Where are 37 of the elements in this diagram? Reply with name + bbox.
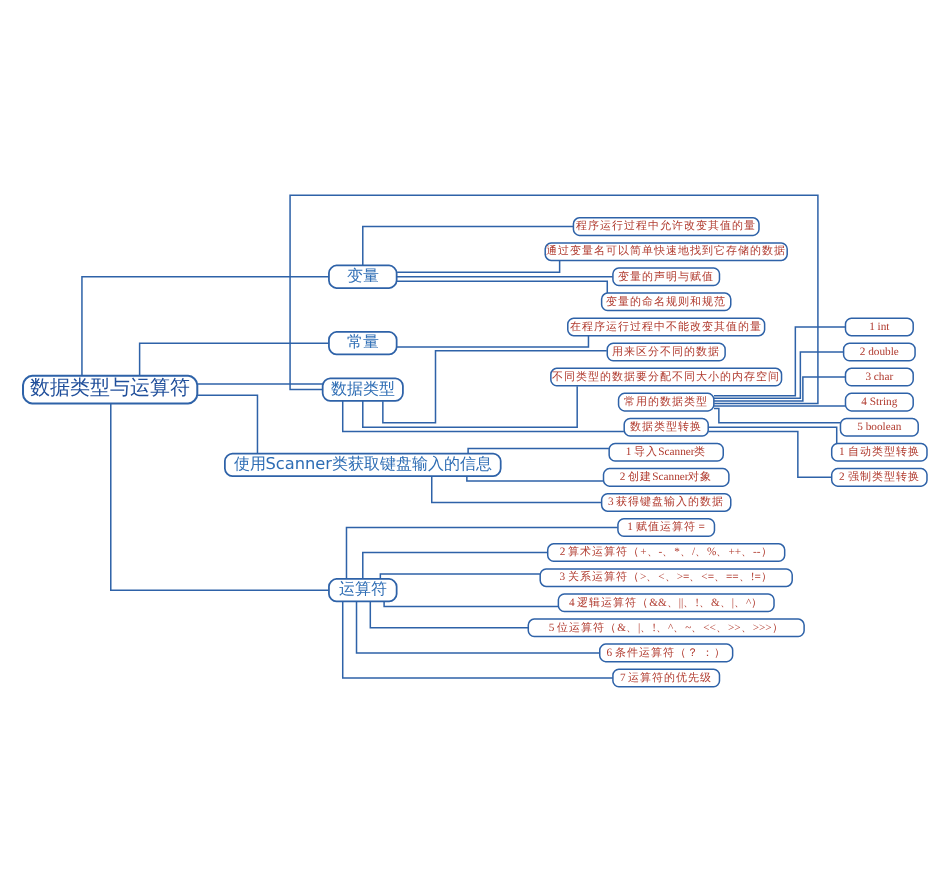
connector: [430, 474, 602, 503]
connector: [381, 349, 607, 423]
connector: [395, 258, 560, 273]
node-box: 变量: [327, 263, 397, 288]
node-box: 数据类型: [320, 376, 403, 401]
connector: [368, 599, 528, 628]
connector: [395, 334, 589, 347]
connector: [341, 399, 624, 432]
connector: [137, 341, 329, 376]
node-box: 数据类型与运算符: [21, 373, 198, 404]
connector: [378, 572, 540, 579]
connector: [195, 382, 323, 384]
connector: [382, 599, 559, 607]
connector: [361, 550, 548, 579]
connector: [361, 384, 577, 427]
connector: [288, 193, 818, 404]
node-box: 运算符: [327, 577, 397, 602]
connector: [395, 279, 607, 293]
connector: [354, 599, 600, 653]
connector: [712, 350, 844, 399]
connector: [109, 401, 329, 590]
connector: [712, 404, 845, 406]
connector: [80, 275, 329, 376]
connector: [465, 474, 603, 481]
node-box: 使用Scanner类获取键盘输入的信息: [223, 451, 501, 476]
connector: [344, 525, 618, 579]
connector: [395, 275, 613, 277]
connector: [195, 393, 258, 454]
connector: [712, 375, 845, 401]
connector: [361, 224, 573, 265]
connector: [706, 425, 837, 443]
connector: [712, 406, 840, 423]
connector: [466, 446, 609, 454]
connector: [341, 599, 613, 678]
connector: [706, 429, 832, 478]
node-box: 常量: [327, 330, 397, 355]
connector: [712, 325, 845, 396]
